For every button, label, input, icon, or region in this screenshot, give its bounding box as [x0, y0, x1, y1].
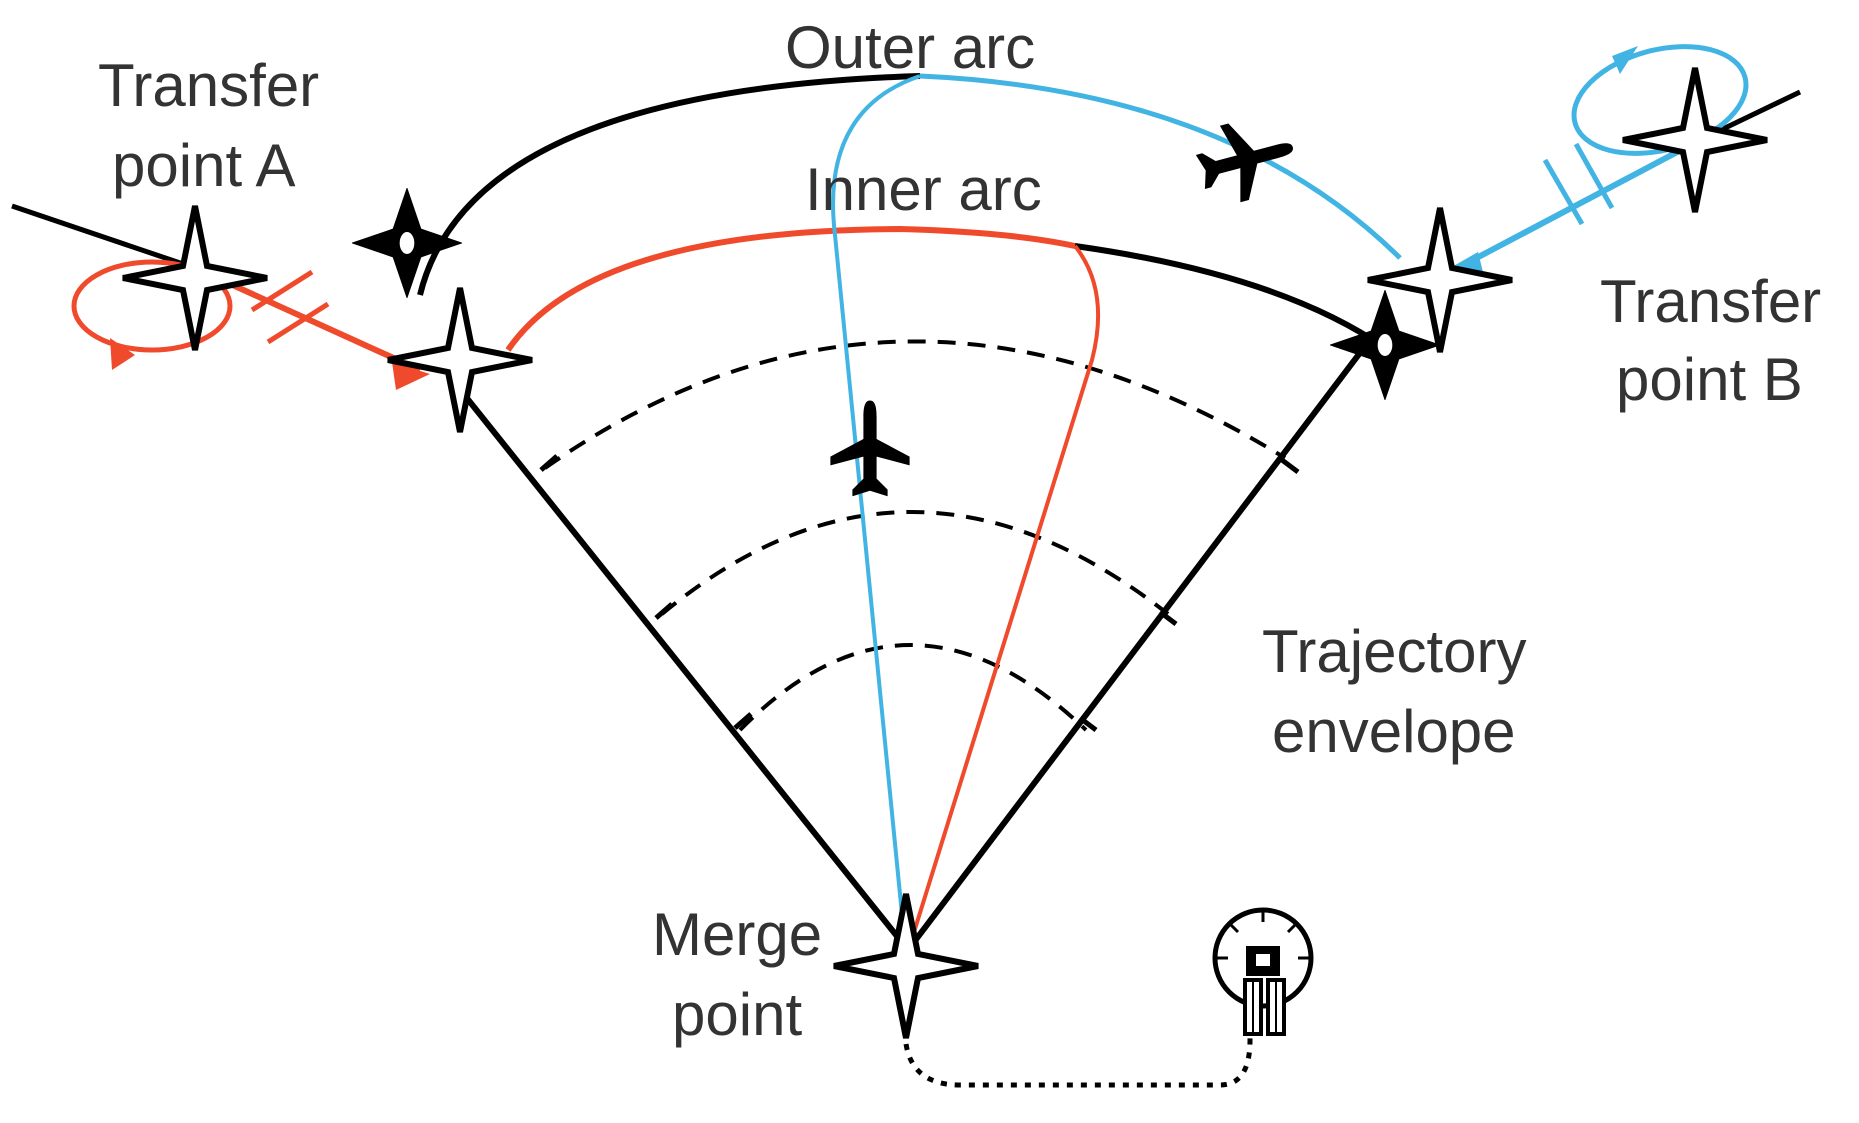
holding-loop-red	[71, 259, 233, 353]
envelope-left-edge	[459, 390, 911, 952]
leg-break-mark	[1573, 142, 1615, 210]
radar-link-dotted	[902, 1020, 1253, 1088]
envelope-dashed-arc-3	[738, 643, 1088, 732]
transfer-a-arrow-red	[392, 362, 430, 390]
diamond-waypoint-icon	[354, 190, 460, 296]
merge-point-label-line2: point	[672, 981, 802, 1048]
holding-arrow-blue	[1612, 46, 1638, 74]
tick-mark	[654, 602, 674, 620]
holding-arrow-red	[110, 338, 135, 370]
transfer-b-label-line1: Transfer	[1600, 268, 1821, 335]
transfer-a-inbound-black	[11, 203, 196, 271]
leg-break-mark	[250, 269, 314, 313]
transfer-a-label-line1: Transfer	[98, 52, 319, 119]
transfer-b-leg-blue	[1448, 137, 1702, 275]
star-waypoint-icon	[123, 206, 267, 350]
tick-mark	[1158, 610, 1178, 626]
tick-mark	[1078, 716, 1098, 732]
diamond-waypoint-icon	[1332, 292, 1438, 398]
blue-direct-route	[831, 74, 921, 946]
inner-arc-label: Inner arc	[805, 156, 1042, 223]
aircraft-icon	[1190, 108, 1304, 211]
inner-arc-red	[505, 225, 1076, 352]
star-waypoint-icon	[388, 288, 532, 432]
outer-arc-label: Outer arc	[785, 14, 1035, 81]
leg-break-mark	[1542, 158, 1585, 226]
transfer-a-label-line2: point A	[112, 132, 296, 199]
outer-arc-blue	[919, 73, 1402, 260]
leg-break-mark	[266, 301, 330, 345]
transfer-b-label-line2: point B	[1616, 346, 1803, 413]
trajectory-envelope-label-line1: Trajectory	[1262, 618, 1527, 685]
envelope-dashed-arc-1	[543, 339, 1287, 470]
merge-point-label-line1: Merge	[652, 901, 822, 968]
radar-station-icon	[1212, 907, 1314, 1036]
envelope-dashed-arc-2	[660, 510, 1170, 616]
tick-mark	[733, 712, 753, 730]
aircraft-icon	[830, 400, 910, 497]
red-direct-route	[908, 244, 1101, 946]
star-waypoint-icon	[834, 894, 978, 1038]
tick-mark	[1280, 458, 1300, 474]
trajectory-envelope-label-line2: envelope	[1272, 698, 1516, 765]
inner-arc-black	[1074, 243, 1387, 351]
envelope-right-edge	[905, 331, 1378, 952]
tick-mark	[539, 454, 559, 472]
